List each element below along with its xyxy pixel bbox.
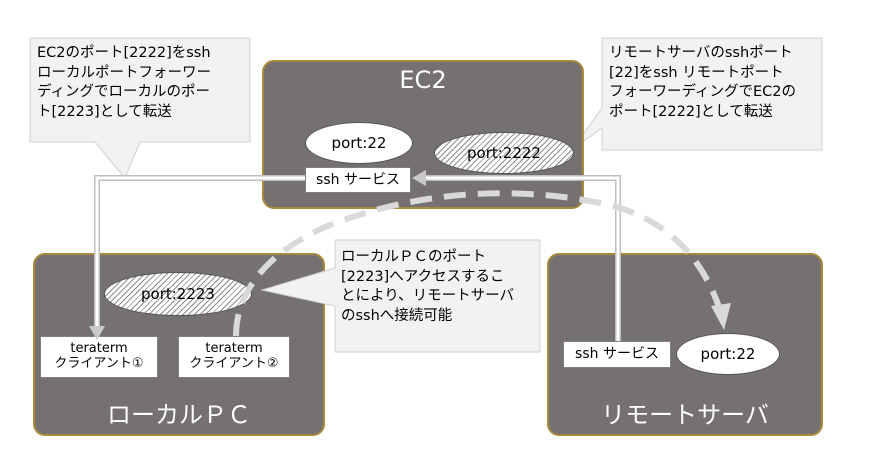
client-2: teraterm クライアント② [178, 336, 290, 378]
ec2-port-2222: port:2222 [434, 132, 574, 174]
ec2-title: EC2 [399, 66, 447, 94]
logical-connection-arrowhead [711, 303, 731, 330]
tunnel-remote-forward-inner [424, 176, 620, 341]
remote-server-title: リモートサーバ [601, 401, 769, 429]
callout-access-bubble [260, 239, 541, 353]
remote-port-22: port:22 [676, 333, 780, 375]
tunnel-remote-forward-arrow [412, 170, 426, 186]
local-port-2223: port:2223 [104, 272, 252, 316]
tunnel-local-forward-inner [95, 176, 305, 330]
tunnel-local-forward-arrow [89, 326, 105, 340]
ec2-ssh-service: ssh サービス [305, 167, 411, 193]
callout-local-forward-bubble [29, 37, 251, 179]
callout-local-forward-text: EC2のポート[2222]をssh ローカルポートフォーワー ディングでローカル… [37, 45, 211, 120]
remote-ssh-service: ssh サービス [563, 341, 671, 368]
callout-access-text: ローカルＰＣのポート [2223]へアクセスするこ とにより、リモートサーバ の… [341, 249, 514, 324]
ec2-port-22: port:22 [305, 122, 413, 164]
client-1: teraterm クライアント① [40, 336, 158, 378]
tunnel-local-forward-outer [94, 175, 305, 334]
logical-connection-dashed [233, 190, 723, 337]
callout-remote-forward-bubble [571, 37, 823, 151]
callout-remote-forward-text: リモートサーバのsshポート [22]をssh リモートポート フォーワーディン… [609, 45, 796, 120]
local-pc-title: ローカルＰＣ [107, 401, 251, 429]
